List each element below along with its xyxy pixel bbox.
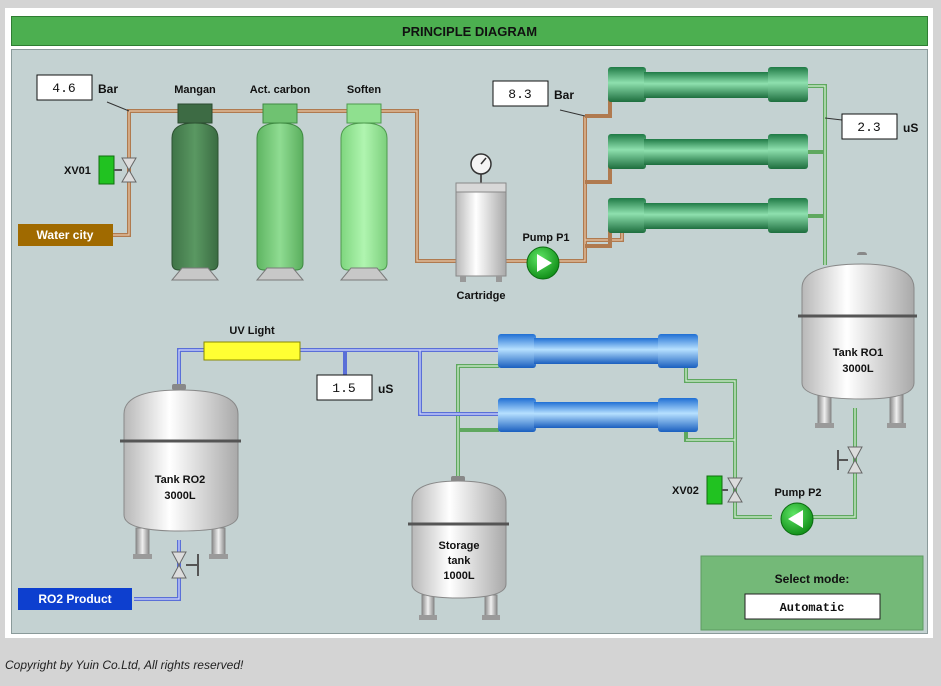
ro1-membrane-3 <box>608 198 808 233</box>
xv02-valve[interactable] <box>706 475 743 505</box>
ro1-conductivity-value: 2.3 <box>857 120 880 135</box>
tank-ro1-name: Tank RO1 <box>833 347 884 359</box>
pump-p2-label: Pump P2 <box>774 487 821 499</box>
tank-ro2-outlet-valve[interactable] <box>171 551 199 579</box>
tank-ro1-outlet-valve[interactable] <box>837 446 863 474</box>
ro2-conductivity-value: 1.5 <box>332 381 355 396</box>
water-city-source <box>18 224 113 246</box>
tank-ro2: Tank RO2 3000L <box>120 384 241 559</box>
soften-label: Soften <box>347 84 382 96</box>
inlet-pressure-box <box>36 74 93 101</box>
uv-light-lamp <box>203 341 301 361</box>
pump-p1[interactable] <box>526 246 560 280</box>
storage-tank-line3: 1000L <box>443 570 474 582</box>
tank-ro2-name: Tank RO2 <box>155 474 206 486</box>
mode-value: Automatic <box>780 601 845 615</box>
tank-ro1-volume: 3000L <box>842 363 873 375</box>
page-title: PRINCIPLE DIAGRAM <box>11 16 928 46</box>
ro-pressure-value: 8.3 <box>508 87 531 102</box>
diagram-canvas: Water city XV01 4.6 Bar Mangan Act. carb… <box>11 49 928 634</box>
storage-tank: Storage tank 1000L <box>408 476 509 620</box>
uv-light-label: UV Light <box>229 325 275 337</box>
pump-p2[interactable] <box>780 502 814 536</box>
mode-label: Select mode: <box>775 572 850 586</box>
pump-p1-label: Pump P1 <box>522 232 569 244</box>
process-diagram: Water city XV01 4.6 Bar Mangan Act. carb… <box>18 67 924 631</box>
play-arrow-icon <box>537 254 552 272</box>
mangan-filter: Mangan <box>170 84 220 281</box>
tank-ro1: Tank RO1 3000L <box>798 252 917 428</box>
ro1-membrane-2 <box>608 134 808 169</box>
carbon-filter: Act. carbon <box>250 84 311 281</box>
mangan-label: Mangan <box>174 84 216 96</box>
ro-pressure-unit: Bar <box>554 88 574 102</box>
reverse-arrow-icon <box>788 510 803 528</box>
inlet-pressure-value: 4.6 <box>52 81 75 96</box>
ro1-conductivity-box <box>841 113 898 140</box>
tank-ro2-volume: 3000L <box>164 490 195 502</box>
ro2-conductivity-box <box>316 374 373 401</box>
ro2-membrane-1 <box>498 334 698 368</box>
water-city-label: Water city <box>37 228 94 242</box>
mode-select[interactable]: Automatic <box>744 593 881 620</box>
soften-filter: Soften <box>339 84 389 281</box>
inlet-pressure-unit: Bar <box>98 82 118 96</box>
cartridge-label: Cartridge <box>457 290 506 302</box>
cartridge-filter: Cartridge <box>455 153 507 302</box>
carbon-label: Act. carbon <box>250 84 311 96</box>
copyright-text: Copyright by Yuin Co.Ltd, All rights res… <box>5 658 244 672</box>
ro-pressure-box <box>492 80 549 107</box>
xv01-valve[interactable] <box>98 155 137 185</box>
storage-tank-line1: Storage <box>439 540 480 552</box>
storage-tank-line2: tank <box>448 555 472 567</box>
ro2-product-label: RO2 Product <box>38 592 111 606</box>
ro2-product-outlet <box>18 588 132 610</box>
ro2-conductivity-unit: uS <box>378 382 393 396</box>
ro2-membrane-2 <box>498 398 698 432</box>
xv01-label: XV01 <box>64 165 91 177</box>
xv02-label: XV02 <box>672 485 699 497</box>
ro1-membrane-1 <box>608 67 808 102</box>
ro1-conductivity-unit: uS <box>903 121 918 135</box>
